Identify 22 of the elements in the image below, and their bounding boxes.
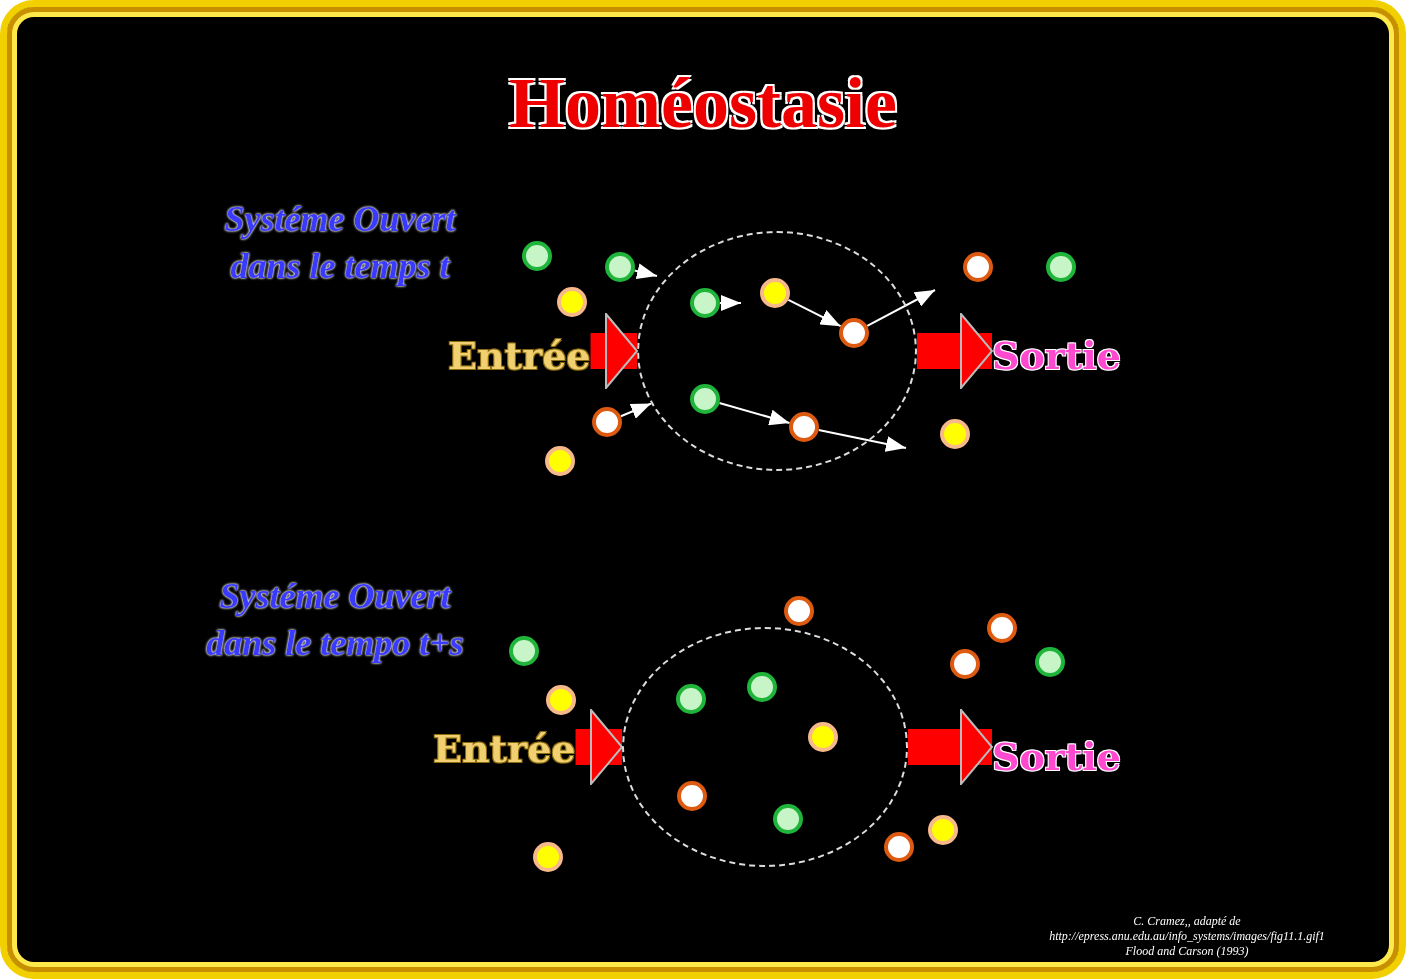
system-ellipse — [637, 231, 917, 471]
text-label: Sortie — [992, 736, 1121, 778]
arrow — [619, 402, 653, 419]
block-arrow — [575, 709, 623, 785]
credit-note: http://epress.anu.edu.au/info_systems/images/fig11.1.gif1 — [1049, 929, 1325, 944]
panel-heading: Systéme Ouvert dans le tempo t+s — [205, 575, 465, 665]
panel-heading: Systéme Ouvert dans le temps t — [223, 198, 458, 288]
arrow — [718, 402, 791, 426]
block-arrow — [917, 313, 993, 389]
text-label: Sortie — [992, 335, 1121, 377]
text-label: Entrée — [433, 728, 576, 770]
text-label: Entrée — [448, 335, 591, 377]
credit-note: C. Cramez,, adapté de — [1133, 914, 1241, 929]
arrow — [866, 289, 936, 327]
block-arrow — [590, 313, 638, 389]
title: Homéostasie — [509, 63, 897, 143]
arrow — [787, 298, 842, 328]
credit-note: Flood and Carson (1993) — [1125, 944, 1249, 959]
block-arrow — [908, 709, 993, 785]
arrow — [719, 295, 742, 311]
arrow — [817, 429, 907, 452]
arrow — [633, 263, 658, 280]
